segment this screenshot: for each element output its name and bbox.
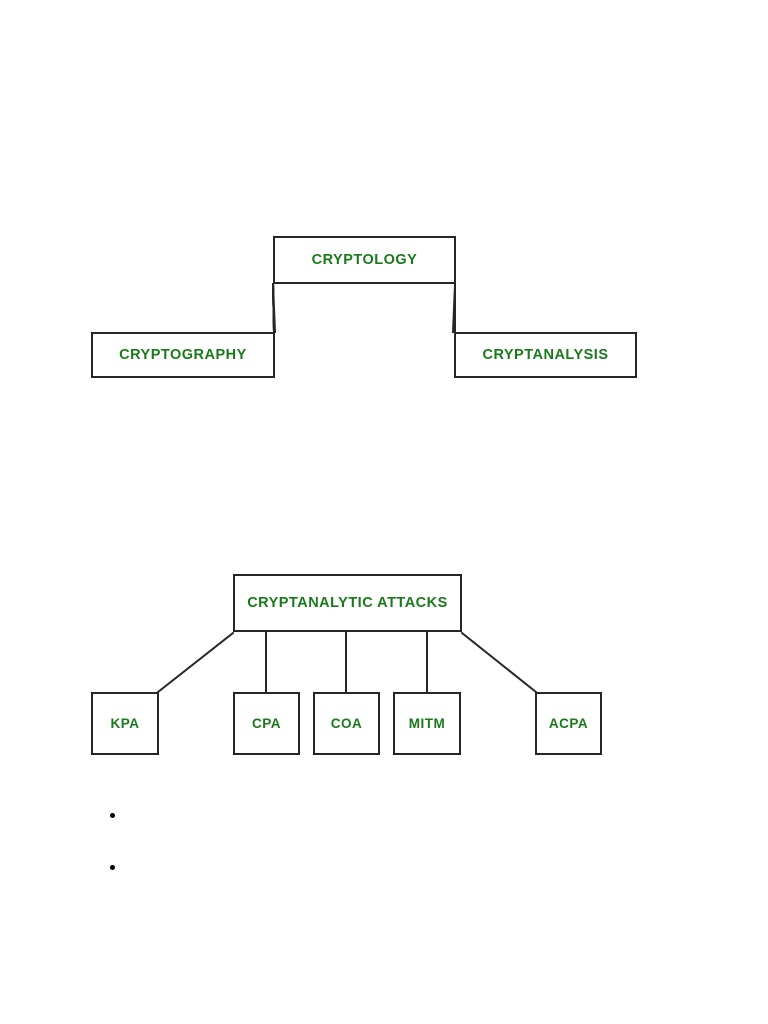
node-cryptanalytic-attacks-label: CRYPTANALYTIC ATTACKS bbox=[247, 595, 448, 611]
node-cryptology-label: CRYPTOLOGY bbox=[311, 252, 418, 268]
node-kpa: KPA bbox=[91, 692, 159, 755]
node-cpa-label: CPA bbox=[251, 716, 281, 731]
connector-line-left-1 bbox=[272, 282, 275, 333]
edge-attacks-kpa-diagonal bbox=[156, 631, 235, 694]
edge-root-left-diagonal bbox=[274, 283, 275, 332]
node-cryptography: CRYPTOGRAPHY bbox=[91, 332, 275, 378]
connector-diagonal-cryptography bbox=[272, 282, 275, 333]
list-item bbox=[96, 798, 656, 850]
edge-cryptology-cryptography bbox=[272, 282, 275, 333]
connector-cryptology-to-cryptography bbox=[272, 282, 275, 333]
bullet-list bbox=[96, 798, 656, 902]
node-coa-label: COA bbox=[330, 716, 363, 731]
node-mitm: MITM bbox=[393, 692, 461, 755]
edge-left-diagonal bbox=[273, 283, 274, 332]
node-cryptanalytic-attacks: CRYPTANALYTIC ATTACKS bbox=[233, 574, 462, 632]
node-cryptography-label: CRYPTOGRAPHY bbox=[119, 347, 247, 363]
node-kpa-label: KPA bbox=[110, 716, 140, 731]
edge-diag-left bbox=[272, 282, 275, 333]
node-cryptanalysis: CRYPTANALYSIS bbox=[454, 332, 637, 378]
node-cpa: CPA bbox=[233, 692, 300, 755]
node-cryptanalysis-label: CRYPTANALYSIS bbox=[482, 347, 609, 363]
edge-cryptology-cryptography-diagonal bbox=[271, 282, 277, 334]
node-mitm-label: MITM bbox=[408, 716, 446, 731]
edge-cryptology-to-cryptography-line bbox=[273, 283, 275, 331]
node-cryptology: CRYPTOLOGY bbox=[273, 236, 456, 284]
edge-cryptology-cryptanalysis-diagonal bbox=[451, 282, 457, 334]
node-acpa-label: ACPA bbox=[548, 716, 589, 731]
edge-attacks-acpa-diagonal bbox=[460, 631, 538, 694]
list-item bbox=[96, 850, 656, 902]
edge-root-to-cryptography bbox=[273, 283, 274, 332]
node-acpa: ACPA bbox=[535, 692, 602, 755]
connector-cryptology-left bbox=[272, 283, 275, 332]
node-coa: COA bbox=[313, 692, 380, 755]
